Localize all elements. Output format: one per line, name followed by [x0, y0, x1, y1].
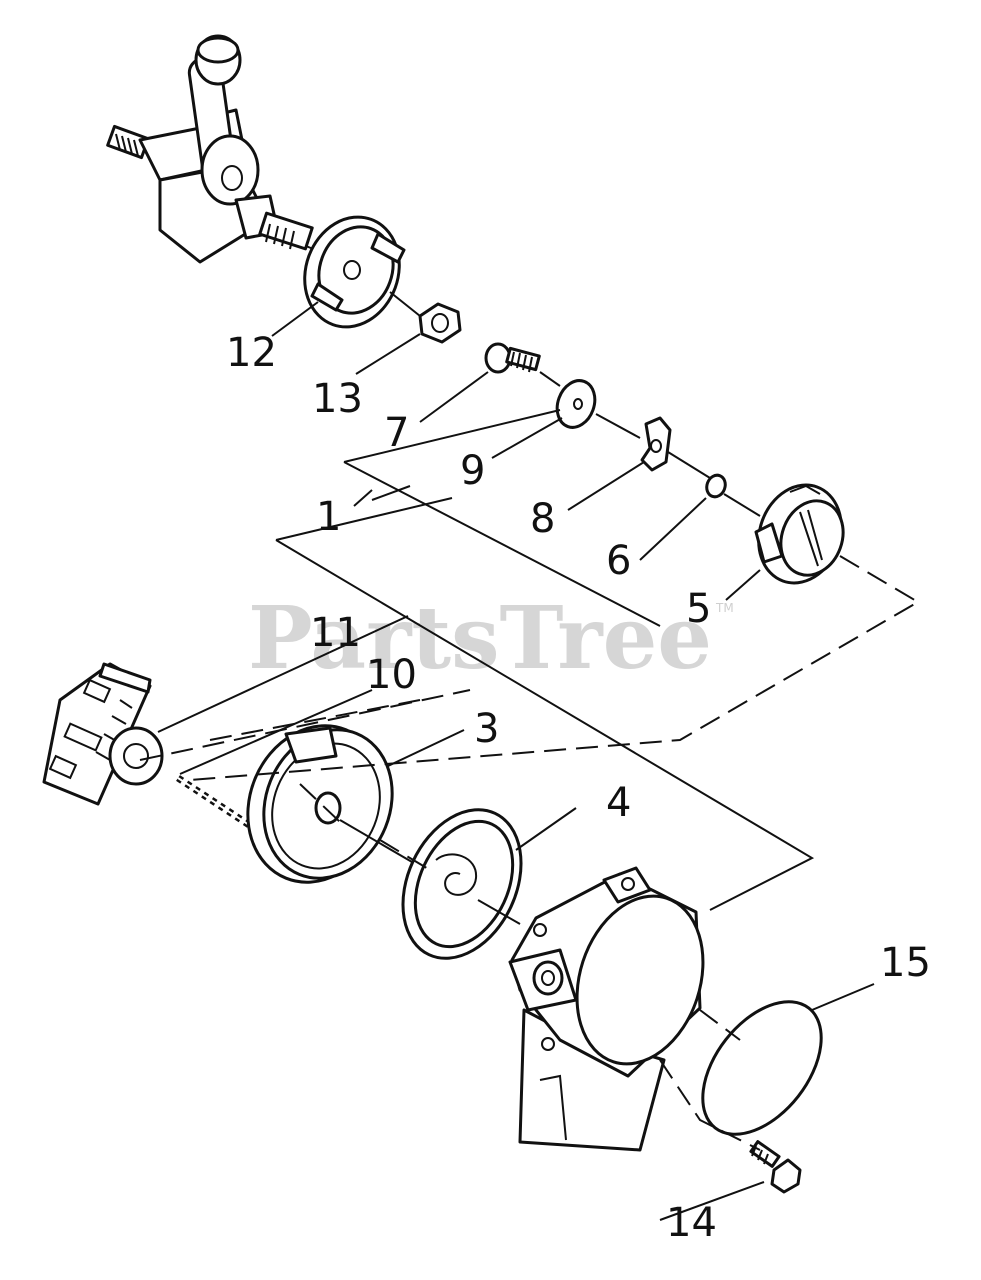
callout-5: 5	[686, 586, 711, 632]
starter-housing	[508, 866, 705, 1152]
part-4-recoil-spring	[401, 808, 523, 960]
callout-12: 12	[226, 330, 277, 376]
crankshaft-part	[106, 34, 331, 264]
part-3-rope-reel	[246, 724, 413, 884]
part-11-starter-handle	[42, 662, 164, 806]
part-5-pulley-drum	[754, 483, 845, 585]
part-6-spring	[705, 473, 761, 517]
part-13-nut	[418, 302, 462, 344]
callout-11: 11	[310, 610, 361, 656]
callout-15: 15	[880, 940, 931, 986]
callout-1: 1	[316, 494, 341, 540]
part-8-pawl	[640, 416, 711, 479]
callout-10: 10	[366, 652, 417, 698]
callout-14: 14	[666, 1200, 717, 1246]
part-12-pawl-plate	[303, 215, 421, 329]
assembly-bracket-lines	[275, 409, 815, 911]
callout-labels: 12 13 7 9 1 8 6 5 11 10 3 4 15 14	[226, 330, 931, 1246]
assembly-axis-lines	[139, 555, 920, 1151]
callout-3: 3	[474, 706, 499, 752]
callout-7: 7	[384, 410, 409, 456]
callout-9: 9	[460, 448, 485, 494]
callout-13: 13	[312, 376, 363, 422]
trademark-symbol: TM	[715, 601, 734, 615]
part-7-bolt	[484, 342, 561, 387]
callout-8: 8	[530, 496, 555, 542]
part-9-washer	[555, 379, 641, 439]
callout-4: 4	[606, 780, 631, 826]
callout-6: 6	[606, 538, 631, 584]
leader-lines	[157, 301, 875, 1221]
partstree-watermark: PartsTree	[248, 588, 712, 689]
